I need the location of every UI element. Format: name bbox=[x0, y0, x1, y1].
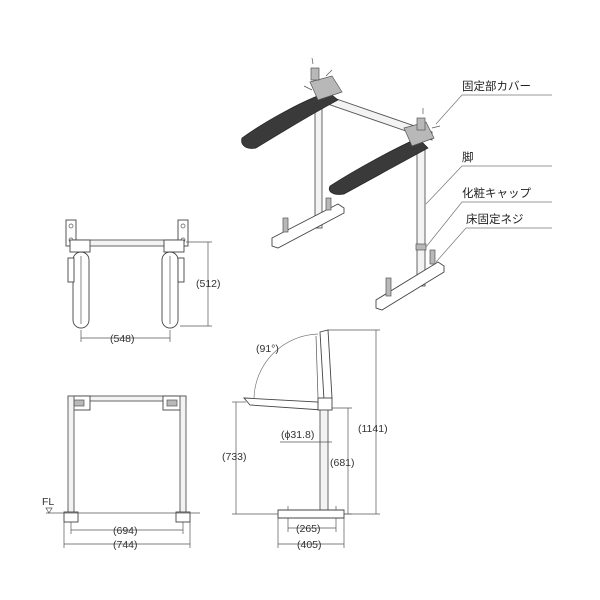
dim-pipe-dia: (ϕ31.8) bbox=[281, 429, 314, 441]
dim-angle: (91°) bbox=[256, 343, 279, 355]
dim-seat-to-base: (681) bbox=[330, 457, 355, 469]
dim-base-inner: (265) bbox=[296, 523, 321, 535]
front-armrest bbox=[328, 137, 429, 195]
dim-top-width: (548) bbox=[110, 333, 135, 345]
back-armrest bbox=[241, 91, 339, 149]
floor-line-label: FL bbox=[42, 496, 54, 508]
isometric-view bbox=[241, 57, 445, 311]
label-leg: 脚 bbox=[462, 150, 474, 164]
label-cap: 化粧キャップ bbox=[462, 186, 531, 200]
top-view: (512) (548) bbox=[65, 219, 221, 345]
dim-base-outer: (405) bbox=[297, 539, 322, 551]
dim-total-height: (1141) bbox=[358, 423, 388, 435]
label-screw: 床固定ネジ bbox=[466, 212, 524, 226]
front-view: FL (694) (744) bbox=[42, 395, 200, 551]
dim-front-outer: (744) bbox=[113, 539, 138, 551]
dim-top-height: (512) bbox=[196, 278, 221, 290]
dim-front-inner: (694) bbox=[113, 525, 138, 537]
label-cover: 固定部カバー bbox=[462, 79, 531, 93]
dim-seat-height: (733) bbox=[222, 451, 247, 463]
side-view: (91°) (733) (ϕ31.8) (681) (1141) (265) bbox=[222, 329, 388, 551]
part-labels: 固定部カバー 脚 化粧キャップ 床固定ネジ bbox=[425, 79, 552, 263]
